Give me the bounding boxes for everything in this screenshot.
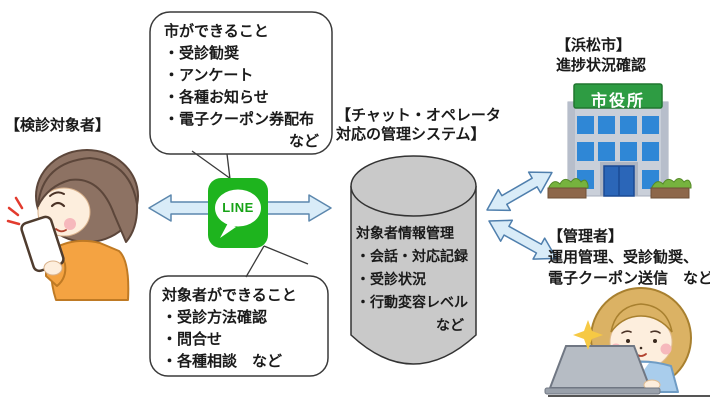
database-item: ・行動変容レベル	[356, 294, 468, 310]
bubble-target-shape	[149, 245, 329, 377]
database-etc: など	[436, 317, 464, 333]
bubble-city-shape	[149, 11, 333, 180]
bubble-city-item: ・電子クーポン券配布	[164, 111, 315, 128]
laptop-icon	[548, 345, 652, 389]
bubble-target-item: ・問合せ	[162, 331, 223, 348]
database-title: 対象者情報管理	[356, 225, 454, 241]
bubble-target-item: ・各種相談 など	[162, 353, 283, 370]
bubble-city-title: 市ができること	[164, 23, 269, 40]
admin-label: 【管理者】 運用管理、受診勧奨、 電子クーポン送信 など	[548, 228, 710, 287]
system-label: 【チャット・オペレータ 対応の管理システム】	[336, 107, 501, 143]
target-person-illustration	[6, 149, 139, 301]
arrow-db-admin	[488, 219, 558, 260]
bubble-city-item: ・アンケート	[164, 67, 254, 84]
database-cylinder	[350, 155, 477, 365]
bubble-city: 市ができること ・受診勧奨 ・アンケート ・各種お知らせ ・電子クーポン券配布 …	[164, 21, 325, 153]
bubble-city-etc: など	[288, 133, 319, 150]
bubble-target-item: ・受診方法確認	[162, 309, 268, 326]
arrow-db-cityhall	[486, 171, 553, 212]
city-label: 【浜松市】 進捗状況確認	[556, 37, 647, 74]
bubble-target: 対象者ができること ・受診方法確認 ・問合せ ・各種相談 など	[162, 285, 297, 373]
line-app-icon	[208, 178, 268, 248]
notification-spark-icon	[6, 196, 24, 226]
bubble-city-item: ・受診勧奨	[164, 45, 240, 62]
city-hall-sign	[573, 83, 663, 109]
city-hall-sign-label: 市役所	[590, 93, 645, 110]
admin-illustration	[544, 287, 710, 397]
database-item: ・受診状況	[356, 271, 426, 287]
database-item: ・会話・対応記録	[356, 248, 468, 264]
line-icon-label: LINE	[222, 200, 254, 215]
bubble-target-title: 対象者ができること	[162, 287, 297, 304]
building-windows	[577, 116, 659, 189]
sparkle-icon	[573, 320, 603, 350]
database-text: 対象者情報管理 ・会話・対応記録 ・受診状況 ・行動変容レベル など	[356, 222, 478, 337]
target-person-label: 【検診対象者】	[5, 117, 111, 134]
city-hall-illustration	[547, 83, 692, 199]
bubble-city-item: ・各種お知らせ	[164, 89, 269, 106]
